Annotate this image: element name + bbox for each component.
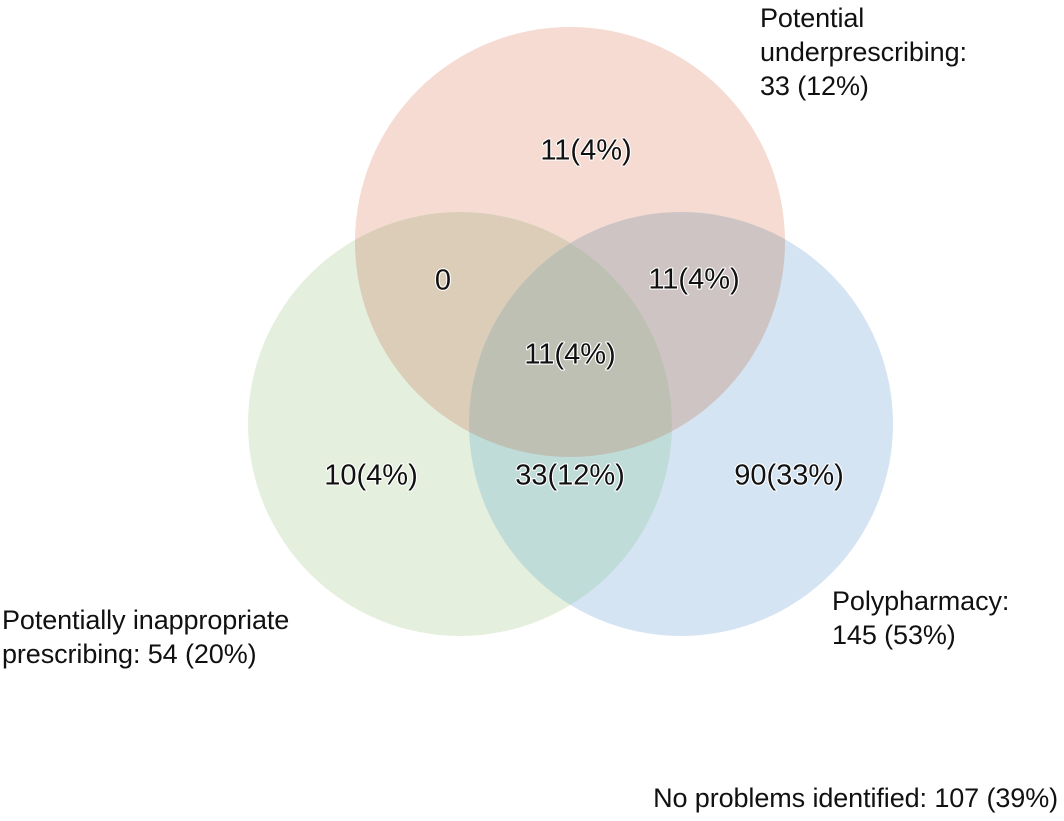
set-label-inappropriate-prescribing: Potentially inappropriate prescribing: 5… [2,605,290,669]
region-label-under-and-polypharmacy: 11(4%) [648,264,739,296]
region-label-polypharmacy-only: 90(33%) [734,460,844,492]
region-label-underprescribing-only: 11(4%) [540,135,631,167]
region-label-inappropriate-and-polypharmacy: 33(12%) [515,460,625,492]
region-label-all-three: 11(4%) [524,339,615,371]
region-label-under-and-inappropriate: 0 [435,265,451,297]
set-label-underprescribing: Potential underprescribing: 33 (12%) [760,3,967,101]
overlap-all-three [469,212,672,457]
footnote-no-problems-identified: No problems identified: 107 (39%) [653,783,1058,813]
region-label-inappropriate-only: 10(4%) [324,460,418,492]
set-label-polypharmacy: Polypharmacy: 145 (53%) [832,586,1010,650]
